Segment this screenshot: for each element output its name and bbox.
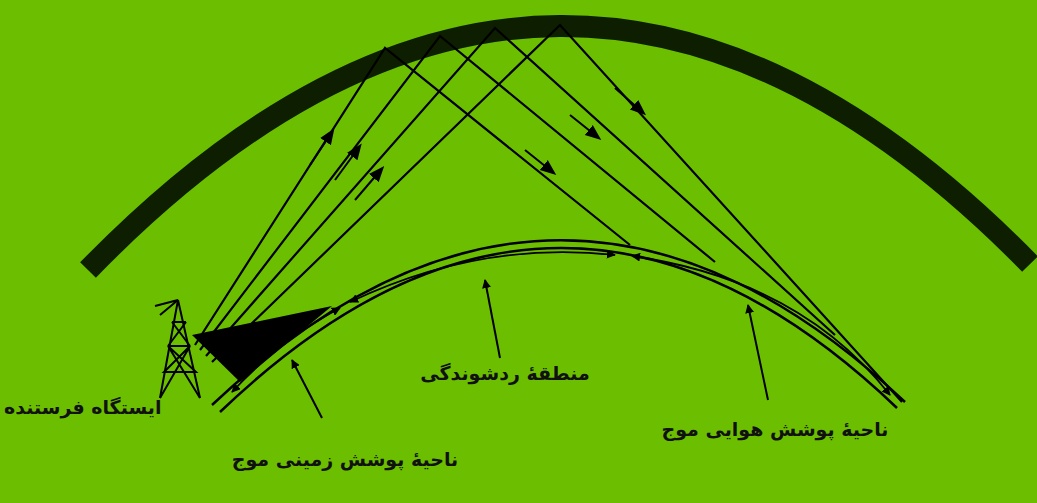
sky-wave-ray <box>195 25 902 402</box>
ground-coverage-label: ناحیهٔ پوشش زمینی موج <box>232 448 458 471</box>
coverage-arrow <box>232 252 890 395</box>
ray-arrow <box>310 88 640 200</box>
earth-surface <box>220 248 897 412</box>
earth-surface <box>212 240 905 405</box>
station-label: ایستگاه فرستنده <box>4 396 161 419</box>
skip-zone-label: منطقهٔ ردشوندگی <box>420 362 590 385</box>
transmitter-tower <box>155 300 200 398</box>
sky-coverage-label: ناحیهٔ پوشش هوایی موج <box>662 418 889 441</box>
ionosphere-layer <box>88 26 1030 270</box>
leader-arrow <box>292 280 768 418</box>
